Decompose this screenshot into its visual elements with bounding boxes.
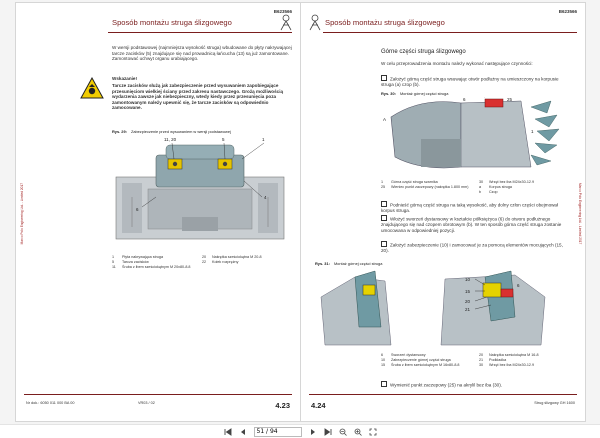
fullscreen-button[interactable] — [369, 427, 377, 437]
step-3: Włożyć sworzeń dystansowy w kształcie pó… — [381, 215, 562, 233]
callout-6: 6 — [463, 97, 466, 102]
page-navigation-toolbar — [0, 424, 600, 438]
figure-29-caption: Rys. 29:Zabezpieczenie przed wysuwaniem … — [112, 129, 231, 134]
callout-4: 4 — [264, 195, 267, 200]
figure-31-illustration: 10 15 20 21 6 — [320, 270, 546, 346]
warning-text: Tarcze zacisków służą jak zabezpieczenie… — [112, 83, 284, 111]
step-2: Podnieść górną część struga na taką wyso… — [381, 201, 559, 214]
footer-version: VR03 / 02 — [138, 401, 155, 405]
section-title: Górne części struga ślizgowego — [381, 49, 466, 55]
page-number-input[interactable] — [253, 426, 302, 437]
next-page-button[interactable] — [309, 427, 317, 437]
zoom-out-icon — [339, 428, 347, 436]
page-title: Sposób montażu struga ślizgowego — [325, 18, 445, 27]
figure-29-illustration: 11, 20 5 1 6 4 — [115, 137, 285, 240]
page-4-24: B623566 Sposób montażu struga ślizgowego… — [300, 2, 586, 422]
side-copyright: Marco Polo Engineering Ltd. - Limited 20… — [578, 183, 582, 245]
callout-21: 21 — [465, 307, 471, 312]
figure-caption-text: Zabezpieczenie przed wysuwaniem w wersji… — [130, 129, 231, 134]
last-page-button[interactable] — [324, 427, 332, 437]
zoom-out-button[interactable] — [339, 427, 347, 437]
zoom-in-button[interactable] — [354, 427, 362, 437]
footer-divider — [309, 394, 577, 395]
figure-31-caption: Rys. 31:Montaż górnej części struga — [315, 261, 383, 266]
logo-icon — [309, 14, 321, 31]
checkbox-icon — [381, 241, 387, 247]
callout-15: 15 — [465, 289, 471, 294]
callout-6: 6 — [136, 207, 139, 212]
warning-icon — [80, 77, 104, 99]
callout-10: 10 — [465, 277, 471, 282]
checkbox-icon — [381, 201, 387, 207]
checkbox-icon — [381, 215, 387, 221]
checkbox-icon — [381, 75, 387, 81]
header-divider — [323, 32, 577, 33]
callout-1: 1 — [262, 137, 265, 142]
fullscreen-icon — [369, 428, 376, 435]
side-copyright: Marco Polo Engineering Ltd. - Limited 20… — [20, 183, 24, 245]
warning-heading: Wskazanie! — [112, 76, 138, 81]
callout-25: 25 — [507, 97, 513, 102]
first-page-button[interactable] — [224, 427, 232, 437]
document-id: B623566 — [558, 9, 577, 14]
page-title: Sposób montażu struga ślizgowego — [112, 18, 232, 27]
step-4: Założyć zabezpieczenie (10) i zamocować … — [381, 241, 563, 254]
zoom-in-icon — [354, 428, 362, 436]
intro-paragraph: W celu przeprowadzenia montażu należy wy… — [381, 61, 533, 66]
figure-30-caption: Rys. 30:Montaż górnej części struga — [381, 91, 449, 96]
footer-divider — [24, 394, 292, 395]
prev-page-button[interactable] — [239, 427, 247, 437]
document-viewer: B623566 Sposób montażu struga ślizgowego… — [0, 0, 600, 424]
footer-doc-number: Nr dok.: 6050 011 000 BA 00 — [26, 401, 75, 405]
checkbox-icon — [381, 381, 387, 387]
prev-page-icon — [240, 428, 245, 435]
step-1: Założyć górną część struga wsuwając otwó… — [381, 75, 559, 88]
callout-5: 5 — [222, 137, 225, 142]
callout-1: 1 — [531, 129, 534, 134]
document-id: B623566 — [273, 9, 292, 14]
last-page-icon — [324, 427, 331, 436]
callout-11-20: 11, 20 — [164, 137, 177, 142]
page-indicator — [253, 426, 302, 437]
header-divider — [108, 32, 292, 33]
page-number: 4.24 — [311, 401, 326, 410]
page-4-23: B623566 Sposób montażu struga ślizgowego… — [15, 2, 301, 422]
callout-6: 6 — [517, 283, 520, 288]
intro-paragraph: W wersji podstawowej (najmniejsza wysoko… — [112, 45, 292, 62]
figure-label: Rys. 29: — [112, 129, 127, 134]
figure-30-illustration: 6 25 A 1 — [383, 97, 560, 169]
step-5: Wymienić punkt zaczepowy (25) na akrylil… — [381, 381, 571, 388]
logo-icon — [280, 14, 292, 31]
next-page-icon — [310, 428, 315, 435]
first-page-icon — [224, 427, 231, 436]
callout-20: 20 — [465, 299, 471, 304]
callout-a: A — [383, 117, 386, 122]
page-number: 4.23 — [275, 401, 290, 410]
footer-product-name: Strug ślizgowy GH 1600 — [534, 401, 575, 405]
